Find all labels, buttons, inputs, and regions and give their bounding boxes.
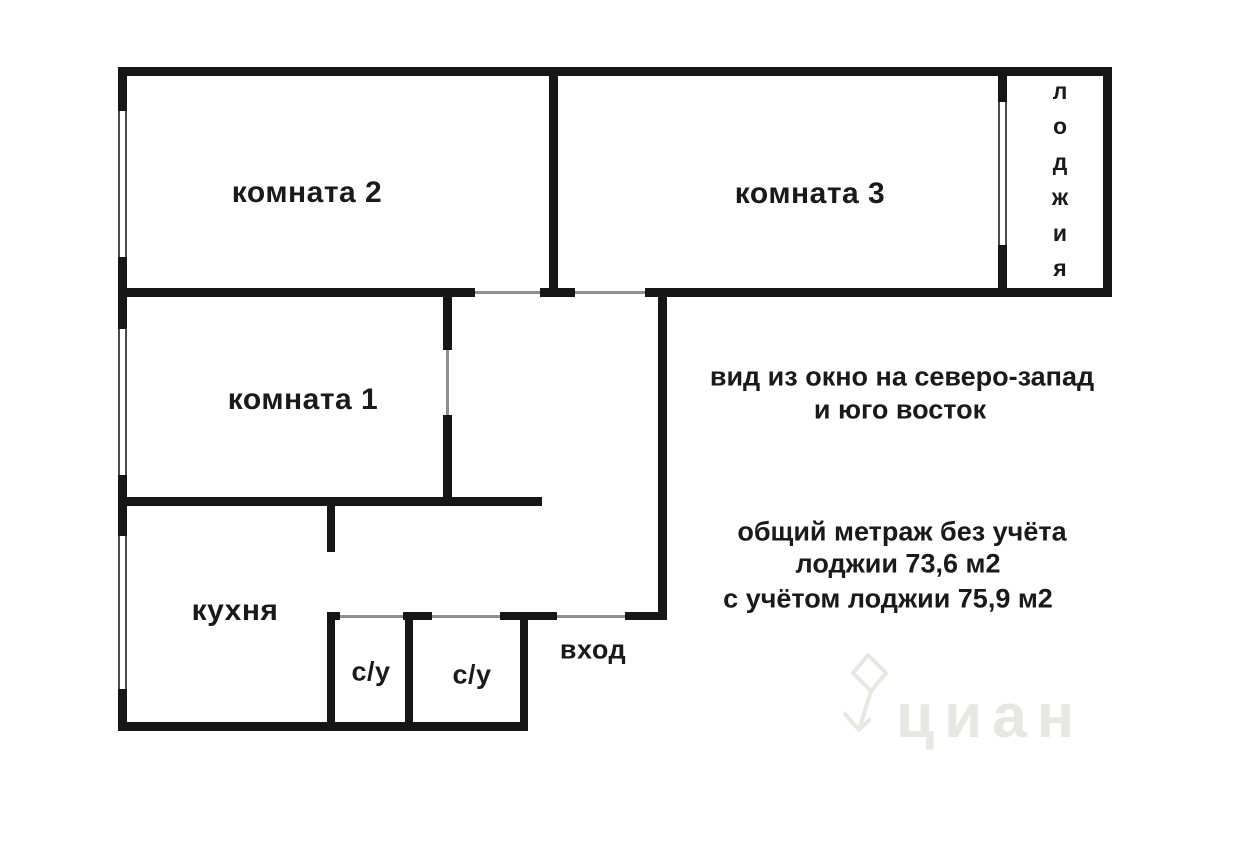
room3-label: комната 3 [734, 177, 886, 210]
wall-segment [443, 415, 452, 498]
loggia-letter: и [1052, 219, 1068, 246]
area-note-line2: лоджии 73,6 м2 [795, 548, 1001, 579]
door-opening [432, 615, 500, 618]
wc2-label: с/у [452, 659, 492, 690]
wall-segment [549, 76, 558, 288]
door-opening [575, 291, 645, 294]
door-opening [446, 350, 449, 415]
area-note-line1: общий метраж без учёта [737, 516, 1067, 547]
wall-segment [520, 612, 528, 730]
room1-label: комната 1 [227, 383, 379, 416]
wall-segment [118, 288, 475, 297]
wall-segment [540, 288, 575, 297]
wall-segment [645, 288, 1112, 297]
wall-segment [327, 506, 335, 552]
loggia-letter: я [1053, 254, 1067, 281]
window [118, 329, 127, 475]
wc1-label: с/у [351, 656, 391, 687]
loggia-letter: о [1052, 113, 1068, 140]
window [118, 536, 127, 689]
loggia-letter: л [1052, 78, 1068, 104]
wall-segment [625, 612, 667, 620]
room2-label: комната 2 [231, 176, 383, 209]
wall-segment [118, 67, 127, 111]
loggia-letter: д [1052, 148, 1068, 175]
wall-segment [443, 297, 452, 350]
kitchen-label: кухня [191, 594, 279, 627]
wall-segment [403, 612, 432, 620]
area-note-line3: с учётом лоджии 75,9 м2 [723, 583, 1053, 614]
wall-segment [500, 612, 557, 620]
wall-segment [1103, 67, 1112, 297]
view-note-line1: вид из окно на северо-запад [709, 361, 1095, 392]
wall-segment [118, 722, 528, 731]
loggia-letter: ж [1051, 184, 1069, 211]
wall-segment [118, 497, 542, 506]
cian-logo-icon [843, 653, 888, 732]
view-note-line2: и юго восток [813, 394, 987, 425]
cian-watermark: циан [896, 682, 1085, 751]
window [998, 102, 1007, 245]
door-opening [340, 615, 403, 618]
wall-segment [405, 612, 413, 730]
wall-segment [658, 297, 667, 619]
loggia-label: л о д ж и я [1032, 80, 1088, 280]
wall-segment [118, 689, 127, 731]
door-opening [475, 291, 540, 294]
wall-segment [118, 67, 1112, 76]
door-opening [557, 615, 625, 618]
wall-segment [998, 76, 1007, 102]
window [118, 111, 127, 257]
wall-segment [327, 612, 335, 730]
entrance-label: вход [559, 634, 627, 665]
wall-segment [998, 245, 1007, 288]
